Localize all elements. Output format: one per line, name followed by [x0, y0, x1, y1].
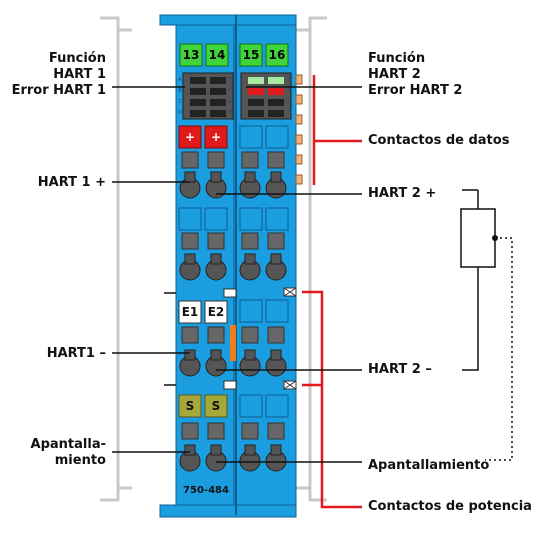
- terminal-16-tab: [265, 43, 289, 67]
- label-apantallamiento: Apantallamiento: [368, 458, 490, 473]
- din-rail-outline: [100, 16, 327, 502]
- terminal-13-tab: [179, 43, 203, 67]
- s-box-1: [178, 394, 202, 418]
- data-contacts: [295, 74, 303, 185]
- led-letter-g-right: G: [288, 99, 292, 105]
- leader-lines: [112, 86, 362, 463]
- label-error-hart2: Error HART 2: [368, 83, 463, 98]
- orange-indicator: [230, 325, 236, 361]
- terminal-15-tab: [239, 43, 263, 67]
- led-letter-a: A: [178, 77, 182, 83]
- e1-box: [178, 300, 202, 324]
- label-apantalla-1: Apantalla-: [30, 437, 106, 452]
- plus-sign-1: +: [184, 130, 196, 144]
- s-box-2: [204, 394, 228, 418]
- label-hart2-minus: HART 2 –: [368, 362, 432, 377]
- plus-square-2: [204, 125, 228, 149]
- hart-field-device: [460, 208, 496, 268]
- label-contactos-datos: Contactos de datos: [368, 133, 510, 148]
- terminal-14-label: 14: [208, 48, 226, 62]
- label-contactos-potencia: Contactos de potencia: [368, 499, 532, 514]
- led-letter-h: H: [228, 110, 232, 116]
- led-letter-b: B: [178, 88, 182, 94]
- led-letter-f-right: F: [288, 88, 292, 94]
- e2-label: E2: [207, 305, 225, 319]
- plus-square-1: [178, 125, 202, 149]
- label-hart2: HART 2: [368, 67, 421, 82]
- led-letter-d: D: [178, 110, 182, 116]
- s-label-1: S: [185, 399, 195, 413]
- led-letter-c: C: [178, 99, 182, 105]
- plus-sign-2: +: [210, 130, 222, 144]
- terminal-13-label: 13: [182, 48, 200, 62]
- led-letter-e: E: [228, 77, 232, 83]
- label-hart1-minus: HART1 –: [46, 346, 106, 361]
- led-letter-h-right: H: [288, 110, 292, 116]
- label-hart2-plus: HART 2 +: [368, 186, 437, 201]
- led-letter-e-right: E: [288, 77, 292, 83]
- e2-box: [204, 300, 228, 324]
- led-letter-f: F: [228, 88, 232, 94]
- label-error-hart1: Error HART 1: [11, 83, 106, 98]
- power-contacts-bracket: [302, 290, 362, 509]
- terminal-14-tab: [205, 43, 229, 67]
- label-hart1-plus: HART 1 +: [37, 175, 106, 190]
- label-hart1: HART 1: [53, 67, 106, 82]
- led-cells-left: [190, 77, 226, 117]
- module-bottom-tab: [159, 504, 297, 518]
- label-funcion-left: Función: [48, 51, 106, 66]
- terminal-16-label: 16: [268, 48, 286, 62]
- module-top-tab: [159, 14, 297, 26]
- s-label-2: S: [211, 399, 221, 413]
- label-apantalla-2: miento: [54, 453, 106, 468]
- led-cells-right: [248, 77, 284, 117]
- e1-label: E1: [181, 305, 199, 319]
- terminal-15-label: 15: [242, 48, 260, 62]
- label-funcion-right: Función: [368, 51, 426, 66]
- wire-clamp-openings: [179, 177, 287, 472]
- data-contacts-bracket: [312, 75, 362, 185]
- dark-clamp-squares: [181, 151, 285, 440]
- part-number: 750-484: [183, 485, 229, 496]
- led-letter-g: G: [228, 99, 232, 105]
